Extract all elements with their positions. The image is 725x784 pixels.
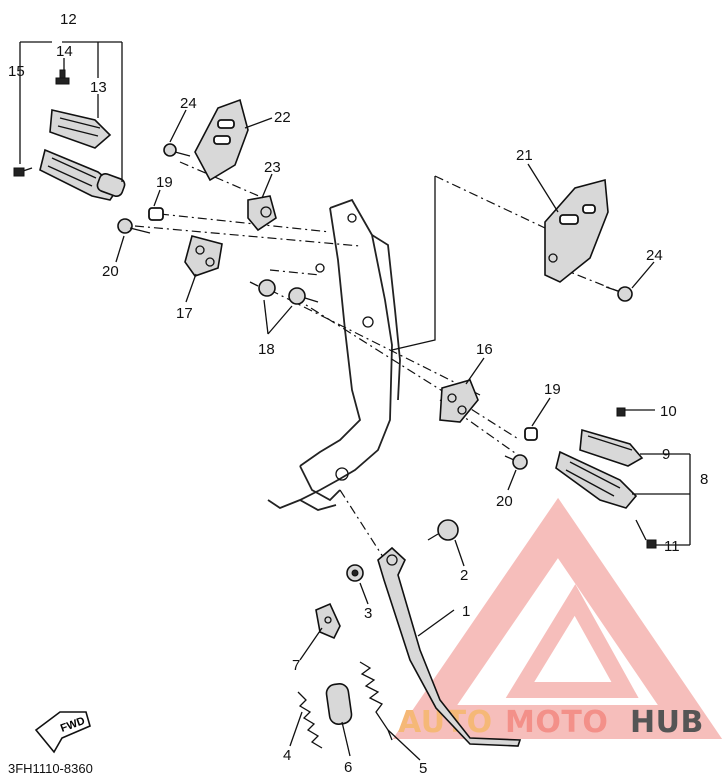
callout-2: 2 — [460, 567, 468, 584]
spring-5 — [359, 661, 393, 741]
diagram-code: 3FH1110-8360 — [8, 761, 93, 776]
callout-10: 10 — [660, 403, 677, 420]
callout-14: 14 — [56, 43, 73, 60]
callout-4: 4 — [283, 747, 291, 764]
bolts-18 — [249, 279, 319, 305]
bracket-23 — [247, 195, 277, 232]
callout-24-right: 24 — [646, 247, 663, 264]
frame-outline — [267, 198, 401, 511]
callout-11: 11 — [664, 538, 680, 555]
left-footrest-assembly — [13, 69, 164, 234]
callout-19-right: 19 — [544, 381, 561, 398]
washer-19-right-icon — [524, 427, 538, 441]
watermark-text-hub: HUB — [630, 705, 704, 740]
callout-23: 23 — [264, 159, 281, 176]
right-footrest-assembly — [504, 407, 657, 549]
watermark-text-moto: MOTO — [505, 705, 608, 740]
callout-5: 5 — [419, 760, 427, 777]
bolt-18a-icon — [258, 279, 276, 297]
callout-15: 15 — [8, 63, 25, 80]
sidestand-bolt-2 — [427, 519, 459, 541]
callout-6: 6 — [344, 759, 352, 776]
callout-24-left: 24 — [180, 95, 197, 112]
callout-1: 1 — [462, 603, 470, 620]
bolt-10-icon — [616, 407, 626, 417]
callout-7: 7 — [292, 657, 300, 674]
callout-20-left: 20 — [102, 263, 119, 280]
alignment-lines — [134, 161, 621, 561]
bolt-24-right-icon — [617, 286, 633, 302]
callout-leaders — [19, 41, 691, 761]
callout-16: 16 — [476, 341, 493, 358]
right-footrest-bracket-16 — [439, 379, 479, 423]
bolt-24-left-icon — [163, 143, 177, 157]
pin-11-icon — [646, 539, 657, 549]
callout-19-left: 19 — [156, 174, 173, 191]
bolt-20-left-icon — [117, 218, 133, 234]
callout-9: 9 — [662, 446, 670, 463]
callout-labels: 1 2 3 4 5 6 7 8 9 10 11 12 13 14 15 16 1… — [8, 11, 708, 777]
right-heel-plate-21 — [544, 178, 633, 302]
callout-17: 17 — [176, 305, 193, 322]
spring-4 — [297, 691, 323, 749]
callout-8: 8 — [700, 471, 708, 488]
callout-3: 3 — [364, 605, 372, 622]
left-heel-plate-22 — [163, 98, 249, 182]
callout-21: 21 — [516, 147, 533, 164]
forward-direction-arrow: FWD — [34, 711, 91, 754]
pin-15-icon — [13, 167, 25, 177]
washer-19-left-icon — [148, 207, 164, 221]
sidestand-1 — [377, 546, 522, 747]
callout-22: 22 — [274, 109, 291, 126]
callout-18: 18 — [258, 341, 275, 358]
sleeve-6 — [325, 683, 353, 725]
watermark-logo-icon — [392, 497, 723, 739]
callout-12: 12 — [60, 11, 77, 28]
left-footrest-bracket-17 — [184, 235, 223, 277]
callout-20-right: 20 — [496, 493, 513, 510]
bracket-7 — [315, 602, 341, 640]
bolt-18b-icon — [288, 287, 306, 305]
bolt-20-right-icon — [512, 454, 528, 470]
sidestand-nut-3 — [346, 564, 364, 582]
callout-13: 13 — [90, 79, 107, 96]
